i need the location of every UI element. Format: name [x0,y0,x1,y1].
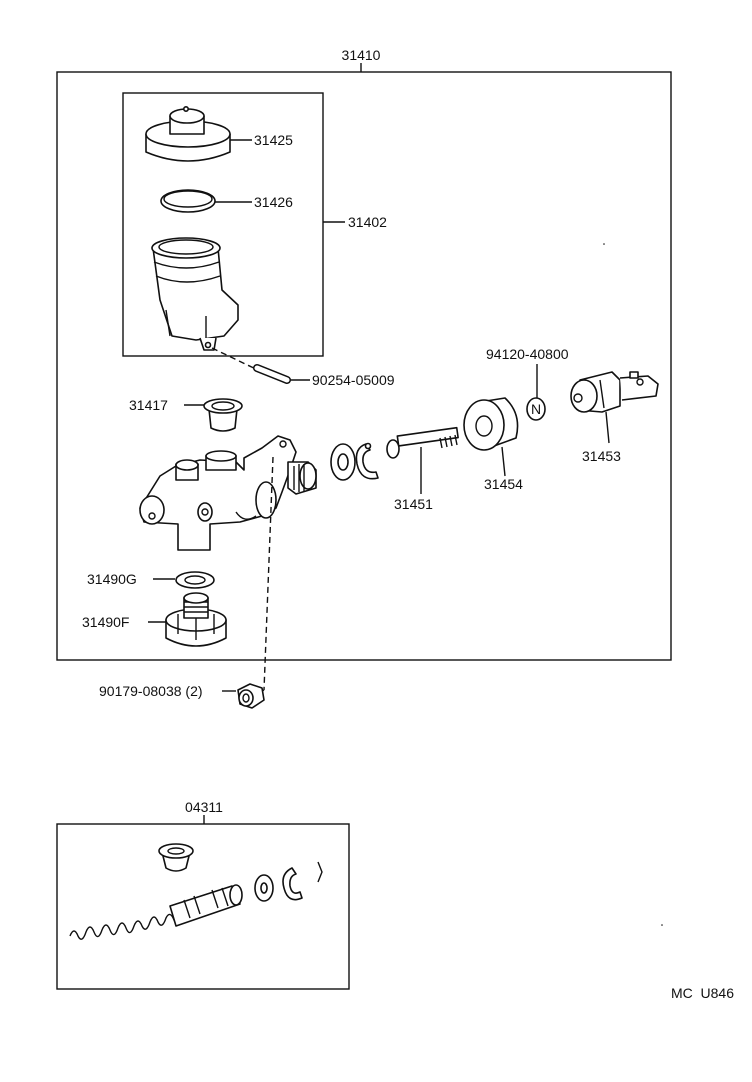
label-cap: 31425 [254,132,293,148]
svg-text:N: N [531,401,541,417]
snap-ring [355,442,379,480]
label-clevis: 31453 [582,448,621,464]
kit-clip [317,861,323,883]
boot-leader [501,446,506,477]
label-assy: 31410 [342,47,381,63]
label-kit: 04311 [185,799,223,815]
grommet [203,398,243,432]
label-pushrod: 31451 [394,496,433,512]
label-pin: 90254-05009 [312,372,395,388]
assembly-frame [56,71,672,661]
kit-snap-ring [282,867,303,901]
label-plug: 31490F [82,614,129,630]
push-rod [386,426,459,459]
diaphragm [160,189,216,213]
union-nut [237,683,265,709]
label-nut: 94120-40800 [486,346,569,362]
label-union-nut: 90179-08038 (2) [99,683,203,699]
gasket [175,571,215,589]
label-diaphragm: 31426 [254,194,293,210]
scan-dot [603,243,605,245]
spring [69,910,191,940]
nut: N [526,397,546,421]
clevis [570,371,659,413]
label-reservoir: 31402 [348,214,387,230]
spring-pin [253,364,291,384]
boot [463,397,519,451]
mount-dash [263,456,274,691]
washer [330,443,356,481]
reservoir-frame [122,92,324,357]
label-gasket: 31490G [87,571,137,587]
reservoir-body [151,237,239,351]
reservoir-cap [145,106,231,162]
piston [169,884,243,927]
clevis-leader [605,411,610,444]
label-boot: 31454 [484,476,523,492]
kit-frame [56,823,350,990]
inlet-plug [165,592,227,647]
label-grommet: 31417 [129,397,168,413]
kit-plug [158,843,194,872]
scan-dot [661,924,663,926]
master-cylinder-body [139,435,317,551]
footer-code: MC U846 [671,985,734,1001]
kit-washer [254,874,274,902]
